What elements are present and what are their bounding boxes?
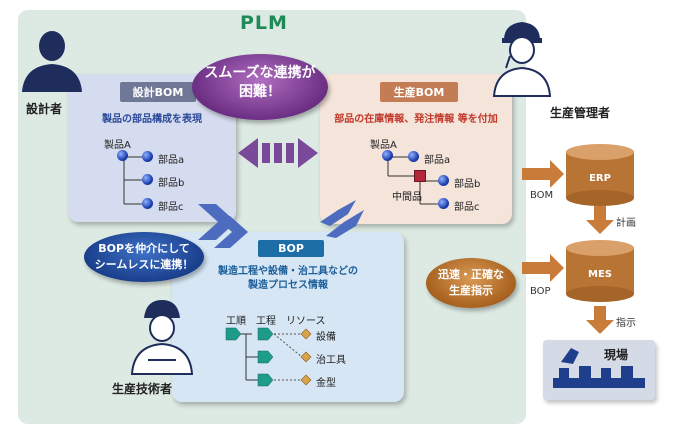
mes-label: MES (588, 269, 612, 280)
plm-title: PLM (240, 12, 288, 34)
bop-seamless-bubble: BOPを仲介にして シームレスに連携！ (84, 232, 204, 282)
intermediate-label: 中間品 (392, 192, 422, 203)
production-part-node-a (408, 151, 419, 162)
designer-person-icon (22, 31, 82, 92)
design-product-node (117, 150, 128, 161)
bop-description: 製造工程や設備・治工具などの 製造プロセス情報 (180, 265, 396, 293)
bop-header-resource: リソース (286, 316, 326, 327)
flow-label-plan: 計画 (616, 218, 636, 229)
production-engineer-label: 生産技術者 (112, 382, 173, 396)
designer-label: 設計者 (26, 102, 63, 116)
design-bom-label: 設計BOM (120, 82, 196, 102)
fast-instruction-bubble: 迅速・正確な 生産指示 (426, 258, 516, 308)
site-label: 現場 (604, 348, 629, 362)
bop-header-process: 工程 (256, 316, 276, 327)
bop-bubble-line1: BOPを仲介にして (98, 242, 190, 255)
robot-arm-icon (561, 348, 579, 364)
bop-process-lines (240, 333, 258, 381)
bop-bubble-line2: シームレスに連携！ (94, 258, 194, 271)
bop-description-line1: 製造工程や設備・治工具などの (218, 266, 358, 277)
production-part-label-c: 部品c (454, 202, 480, 213)
bop-resource-lines (273, 333, 303, 381)
smooth-bubble-line1: スムーズな連携が (204, 65, 316, 81)
production-part-node-c (438, 198, 449, 209)
blue-chevron-arrows-left (198, 204, 248, 248)
conveyor-line (553, 378, 645, 388)
production-part-label-b: 部品b (454, 179, 481, 190)
design-part-label-b: 部品b (158, 178, 185, 189)
mes-cylinder (566, 240, 634, 302)
design-part-label-a: 部品a (158, 155, 185, 166)
machine-1 (559, 368, 569, 378)
process-step-icons (225, 327, 274, 387)
resource-label-equipment: 設備 (316, 332, 336, 343)
production-bom-description: 部品の在庫情報、発注情報 等を付加 (334, 114, 498, 125)
machine-3 (601, 368, 611, 378)
machine-2 (579, 366, 591, 378)
design-part-node-c (142, 198, 153, 209)
production-product-node (382, 150, 393, 161)
bop-description-line2: 製造プロセス情報 (248, 280, 328, 291)
bop-header-sequence: 工順 (226, 316, 246, 327)
purple-double-arrow (238, 138, 318, 168)
resource-diamond-icons (300, 328, 312, 386)
erp-cylinder (566, 144, 634, 206)
production-part-label-a: 部品a (424, 155, 451, 166)
production-product-label: 製品A (370, 140, 397, 151)
design-part-label-c: 部品c (158, 202, 184, 213)
smooth-bubble-line2: 困難！ (239, 84, 281, 100)
production-bom-label: 生産BOM (380, 82, 458, 102)
design-part-node-a (142, 151, 153, 162)
production-manager-label: 生産管理者 (550, 106, 611, 120)
production-part-node-b (438, 175, 449, 186)
production-engineer-person-icon (130, 300, 194, 375)
flow-label-instruction: 指示 (616, 318, 636, 329)
flow-label-bop: BOP (530, 286, 551, 297)
machine-4 (621, 366, 633, 378)
bop-label: BOP (258, 240, 324, 257)
intermediate-node (414, 170, 426, 182)
smooth-link-difficult-bubble: スムーズな連携が 困難！ (192, 54, 328, 120)
resource-label-jig: 治工具 (316, 355, 346, 366)
erp-label: ERP (589, 173, 611, 184)
design-product-label: 製品A (104, 140, 131, 151)
production-manager-person-icon (492, 22, 552, 97)
orange-flow-arrows (522, 160, 614, 334)
blue-chevron-arrows-right (320, 200, 364, 238)
site-graphics (553, 348, 645, 388)
flow-label-bom: BOM (530, 190, 554, 201)
design-bom-description: 製品の部品構成を表現 (102, 114, 202, 125)
bop-panel (172, 232, 404, 402)
fast-bubble-line2: 生産指示 (449, 284, 493, 297)
design-part-node-b (142, 174, 153, 185)
resource-label-mold: 金型 (316, 378, 336, 389)
fast-bubble-line1: 迅速・正確な (438, 268, 504, 281)
